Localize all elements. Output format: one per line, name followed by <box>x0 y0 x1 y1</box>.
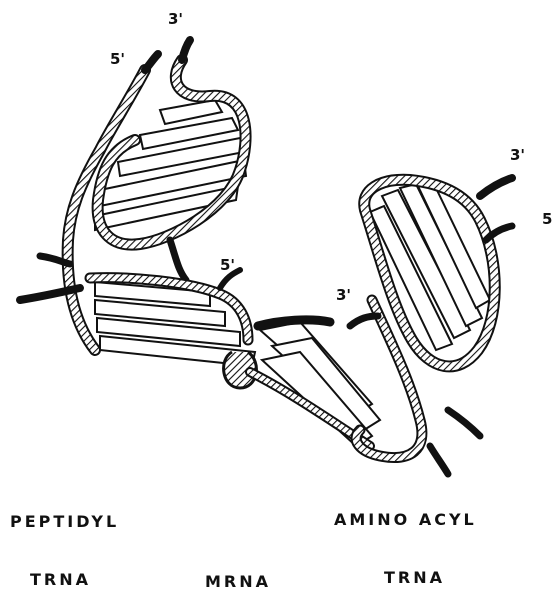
top-3-prime-label: 3' <box>168 10 183 28</box>
right-tail-1 <box>448 410 480 436</box>
right-3-prime-label: 3' <box>510 146 525 164</box>
trna-left-caption: TRNA <box>30 570 91 589</box>
right-5-label: 5 <box>542 210 552 228</box>
amino-acyl-caption: AMINO ACYL <box>334 510 477 529</box>
top-5-prime-label: 5' <box>110 50 125 68</box>
amino-acyl-trna-helix <box>350 178 512 474</box>
right-tail-2 <box>430 446 448 474</box>
mid-5-prime-label: 5' <box>220 256 235 274</box>
peptidyl-caption: PEPTIDYL <box>10 512 119 531</box>
trna-right-caption: TRNA <box>384 568 445 587</box>
top-5-end-strand <box>145 54 158 70</box>
mid-3-prime-label: 3' <box>336 286 351 304</box>
mrna-caption: MRNA <box>205 572 271 591</box>
right-3-end-strand <box>480 178 512 196</box>
middle-stub <box>170 240 186 280</box>
top-3-end-strand <box>182 40 190 60</box>
mid-3-end-strand <box>350 316 378 326</box>
peptidyl-trna-helix <box>20 40 256 388</box>
